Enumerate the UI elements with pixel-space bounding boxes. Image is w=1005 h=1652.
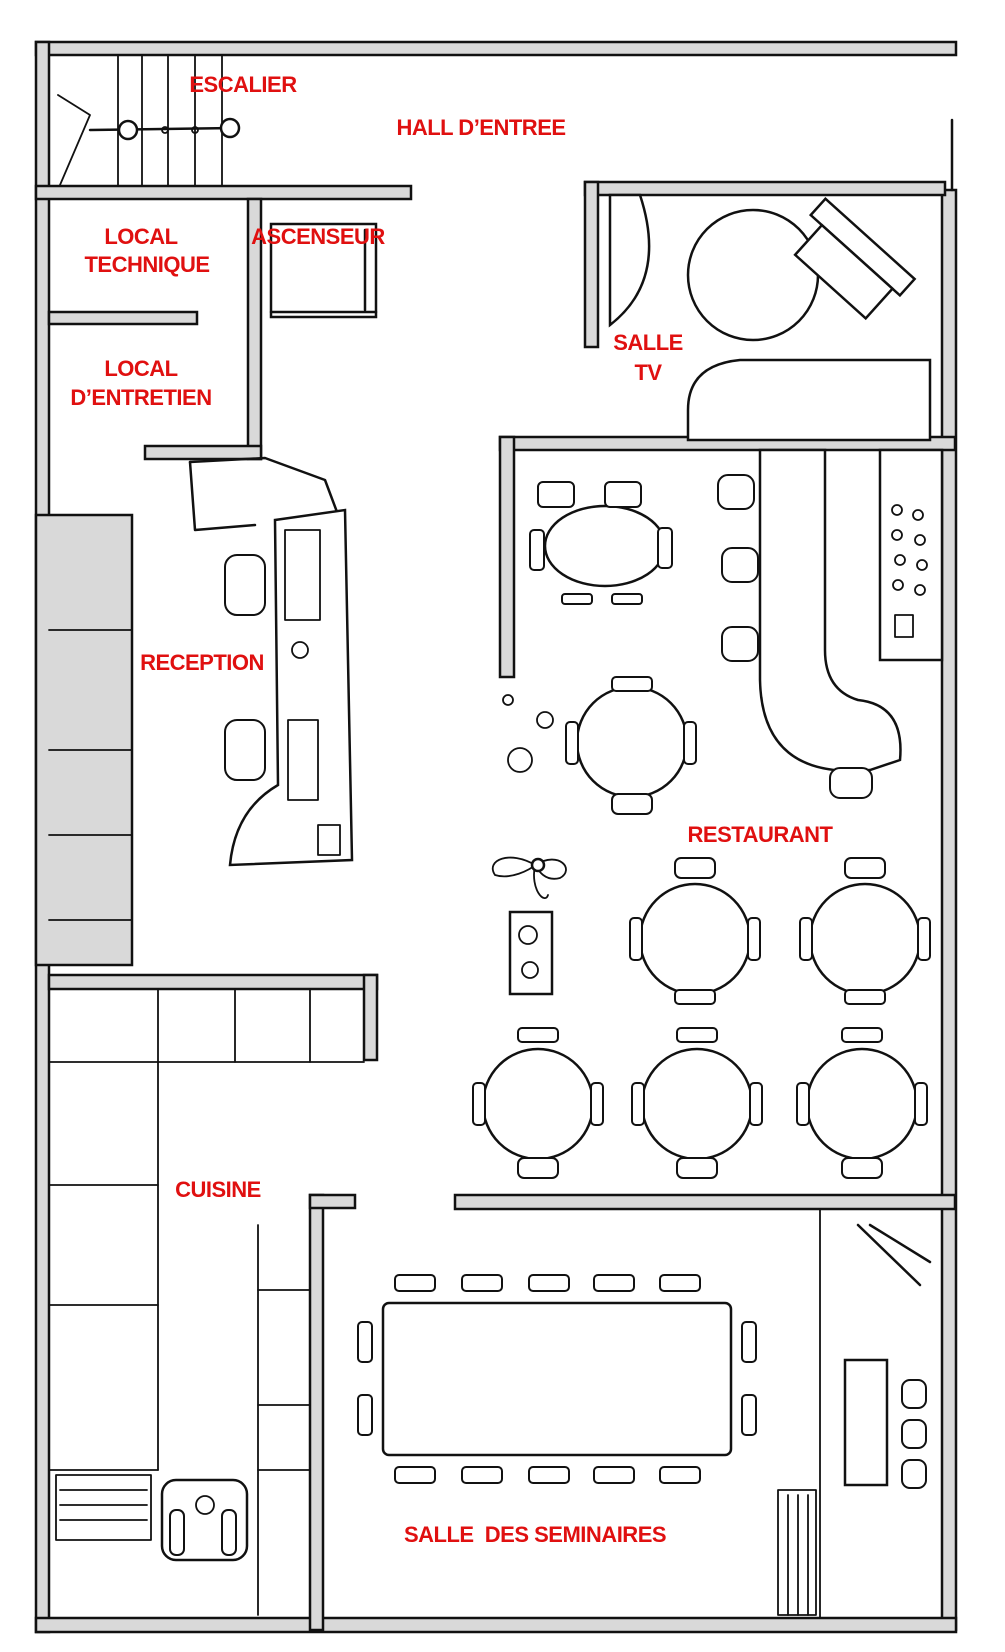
label-salle-seminaires: SALLE DES SEMINAIRES <box>404 1522 666 1547</box>
kitchen-area <box>47 973 379 1632</box>
label-salle-tv-1: SALLE <box>613 330 683 355</box>
label-local-entretien-2: D’ENTRETIEN <box>70 385 211 410</box>
label-escalier: ESCALIER <box>189 72 297 97</box>
technical-rooms <box>47 197 378 461</box>
label-local-entretien-1: LOCAL <box>104 356 177 381</box>
label-local-technique-1: LOCAL <box>104 224 177 249</box>
seminar-room <box>357 1208 932 1619</box>
label-restaurant: RESTAURANT <box>688 822 834 847</box>
room-labels: ESCALIER HALL D’ENTREE LOCAL TECHNIQUE A… <box>70 72 834 1547</box>
label-ascenseur: ASCENSEUR <box>251 224 385 249</box>
label-local-technique-2: TECHNIQUE <box>84 252 209 277</box>
label-hall-entree: HALL D’ENTREE <box>396 115 565 140</box>
label-cuisine: CUISINE <box>175 1177 261 1202</box>
staircase <box>34 54 413 201</box>
reception-area <box>34 456 354 967</box>
restaurant-area <box>453 435 957 1211</box>
label-salle-tv-2: TV <box>634 360 662 385</box>
tv-room <box>498 180 957 452</box>
label-reception: RECEPTION <box>140 650 264 675</box>
